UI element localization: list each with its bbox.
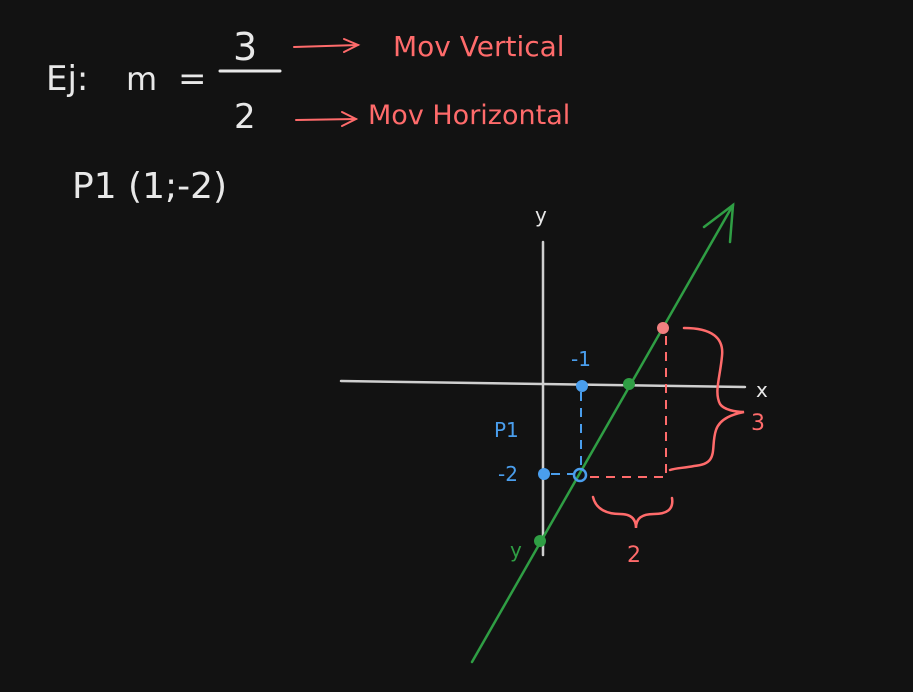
label-minus2: -2 (498, 462, 518, 486)
equals-sign: = (178, 59, 207, 99)
rise-label: 3 (751, 411, 765, 436)
run-label: 2 (627, 543, 641, 568)
label-y-intercept: y (510, 538, 522, 562)
label-p1: P1 (494, 418, 519, 442)
horizontal-note: Mov Horizontal (368, 100, 570, 131)
point-y-minus2-blue (538, 468, 550, 480)
point-p1-blue (572, 467, 588, 483)
fraction-numerator: 3 (233, 25, 257, 69)
x-axis-label: x (756, 378, 768, 402)
fraction-denominator: 2 (234, 97, 256, 137)
point-x1-blue (576, 380, 588, 392)
arrow-to-vertical-note (293, 38, 361, 53)
slope-line (470, 203, 735, 664)
label-minus1: -1 (571, 347, 591, 371)
rise-brace (668, 326, 745, 472)
point-x-intercept-green (623, 378, 635, 390)
arrow-to-horizontal-note (295, 111, 359, 127)
point-rise-red (657, 322, 669, 334)
point-y-intercept-green (534, 535, 546, 547)
slope-variable: m (126, 60, 157, 98)
vertical-note: Mov Vertical (393, 30, 565, 63)
example-lead: Ej: (46, 59, 88, 99)
y-axis-label: y (535, 203, 547, 227)
run-brace (591, 495, 674, 529)
slope-line-arrowhead (702, 202, 735, 244)
point-statement: P1 (1;-2) (72, 166, 227, 207)
